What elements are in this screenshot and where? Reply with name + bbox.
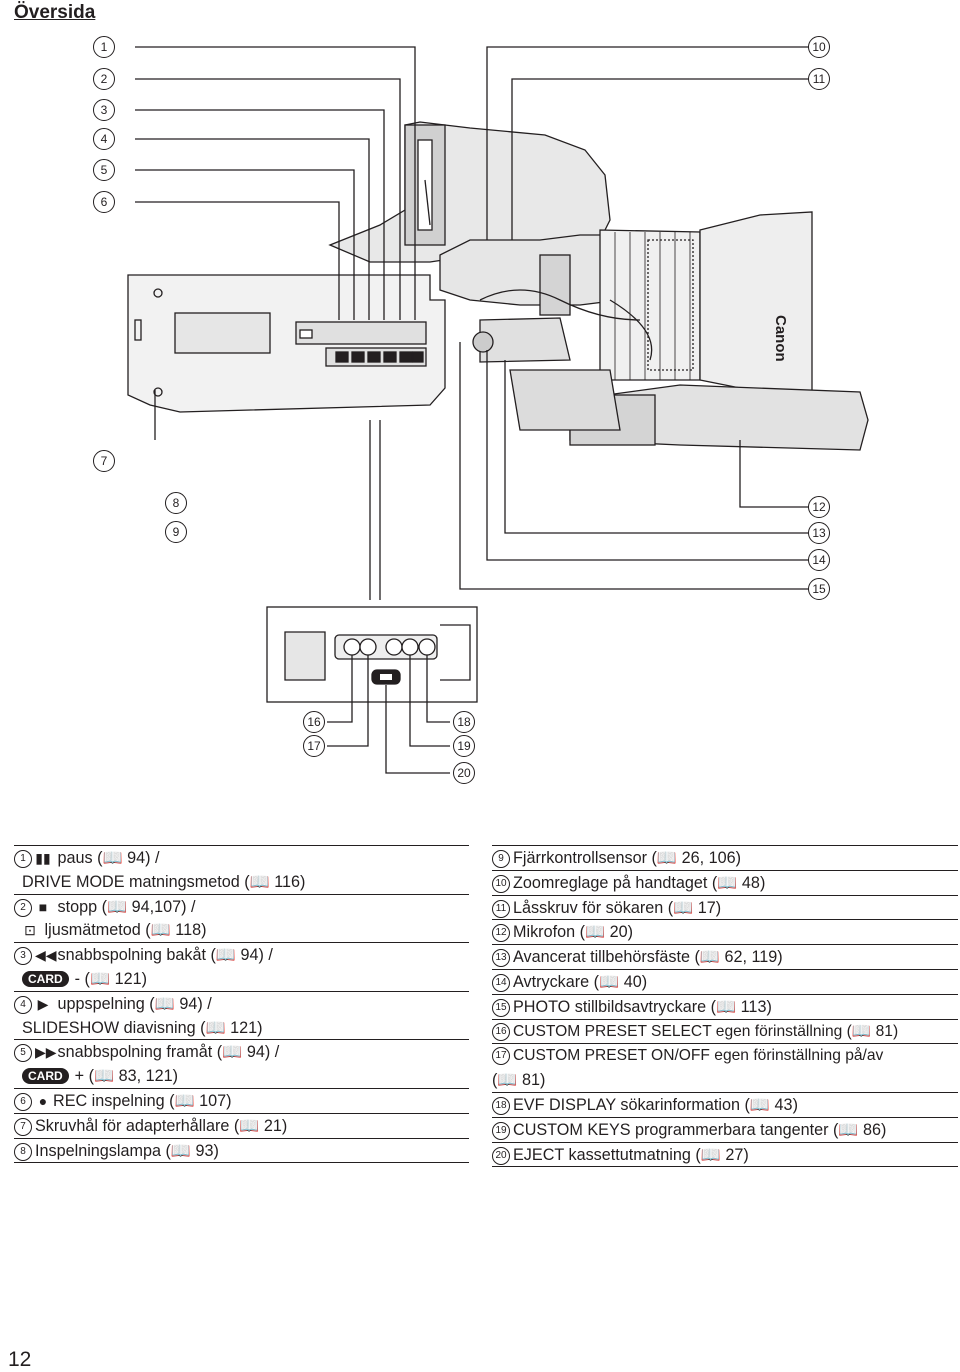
- callout-5: 5: [93, 159, 115, 181]
- legend-left: 1▮▮ paus (📖 94) / DRIVE MODE matningsmet…: [14, 845, 469, 1164]
- callout-9: 9: [165, 521, 187, 543]
- legend-item-4-cont: SLIDESHOW diavisning (📖 121): [14, 1016, 469, 1041]
- callout-16: 16: [303, 711, 325, 733]
- callout-11: 11: [808, 68, 830, 90]
- callout-18: 18: [453, 711, 475, 733]
- legend-item-17-cont: (📖 81): [492, 1068, 958, 1093]
- legend-item-4: 4▶ uppspelning (📖 94) /: [14, 992, 469, 1016]
- callout-14: 14: [808, 549, 830, 571]
- page-title: Översida: [14, 2, 96, 23]
- callout-4: 4: [93, 128, 115, 150]
- callout-1: 1: [93, 36, 115, 58]
- legend-item-5: 5▶▶ snabbspolning framåt (📖 94) /: [14, 1040, 469, 1064]
- legend-item-5-cont: CARD+ (📖 83, 121): [14, 1064, 469, 1089]
- legend-item-2: 2■ stopp (📖 94,107) /: [14, 895, 469, 919]
- callout-15: 15: [808, 578, 830, 600]
- legend-item-1: 1▮▮ paus (📖 94) /: [14, 846, 469, 870]
- callout-19: 19: [453, 735, 475, 757]
- callout-12: 12: [808, 496, 830, 518]
- callout-8: 8: [165, 492, 187, 514]
- camcorder-brand-label: Canon: [772, 315, 789, 362]
- callout-2: 2: [93, 68, 115, 90]
- legend-item-1-cont: DRIVE MODE matningsmetod (📖 116): [14, 870, 469, 895]
- page-number: 12: [8, 1348, 32, 1371]
- callout-10: 10: [808, 36, 830, 58]
- camcorder-top-view-illustration: Canon: [127, 46, 869, 774]
- callout-20: 20: [453, 762, 475, 784]
- callout-3: 3: [93, 99, 115, 121]
- legend-item-3-cont: CARD- (📖 121): [14, 967, 469, 992]
- legend-item-2-cont: ⊡ ljusmätmetod (📖 118): [14, 918, 469, 944]
- legend-item-3: 3◀◀ snabbspolning bakåt (📖 94) /: [14, 943, 469, 967]
- legend-item-6: 6●REC inspelning (📖 107): [14, 1089, 469, 1114]
- callout-17: 17: [303, 735, 325, 757]
- callout-7: 7: [93, 450, 115, 472]
- callout-6: 6: [93, 191, 115, 213]
- callout-13: 13: [808, 522, 830, 544]
